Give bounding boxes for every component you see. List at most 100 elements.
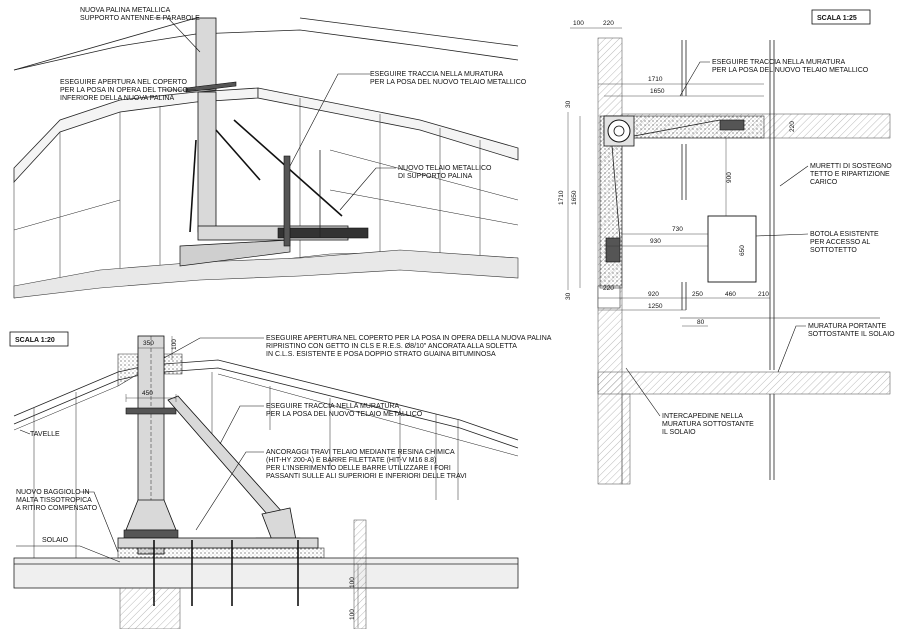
dim-plan-1650: 1650	[650, 88, 665, 95]
scale-label-detail: SCALA 1:20	[15, 337, 55, 344]
baggiolo	[117, 547, 325, 559]
dim-450: 450	[142, 390, 153, 397]
note-traccia-detail-line: PER LA POSA DEL NUOVO TELAIO METALLICO	[266, 411, 423, 418]
mast-plan	[607, 119, 631, 143]
mast-upper	[195, 17, 217, 91]
note-telaio-3d-line: DI SUPPORTO PALINA	[398, 173, 473, 180]
note-traccia-detail-line: ESEGUIRE TRACCIA NELLA MURATURA	[266, 403, 399, 410]
note-apertura-3d-line: ESEGUIRE APERTURA NEL COPERTO	[60, 79, 188, 86]
plan-wall-bottom	[597, 371, 891, 395]
note-apertura-detail-line: IN C.L.S. ESISTENTE E POSA DOPPIO STRATO…	[266, 351, 496, 358]
dim-plan-30a: 30	[565, 100, 572, 108]
dim-plan-250: 250	[692, 291, 703, 298]
note-traccia-plan-line: ESEGUIRE TRACCIA NELLA MURATURA	[712, 59, 845, 66]
note-ancoraggi-line: PASSANTI SULLE ALI SUPERIORI E INFERIORI…	[266, 473, 467, 480]
note-ancoraggi-line: (HIT-HY 200-A) E BARRE FILETTATE (HIT-V …	[266, 457, 436, 464]
note-intercapedine-line: INTERCAPEDINE NELLA	[662, 413, 743, 420]
note-solaio: SOLAIO	[42, 537, 69, 544]
dim-plan-1250: 1250	[648, 303, 663, 310]
note-apertura-detail-line: ESEGUIRE APERTURA NEL COPERTO PER LA POS…	[266, 335, 552, 342]
note-tavelle: TAVELLE	[30, 431, 60, 438]
scale-box-detail	[9, 331, 69, 347]
note-palina-line: SUPPORTO ANTENNE E PARABOLE	[80, 15, 200, 22]
scale-label-plan: SCALA 1:25	[817, 15, 857, 22]
wall-below	[119, 587, 181, 629]
note-baggiolo-line: MALTA TISSOTROPICA	[16, 497, 92, 504]
dim-100-top: 100	[171, 339, 178, 350]
botola	[707, 215, 757, 283]
roof-slab-right	[257, 87, 519, 161]
dim-100-a: 100	[349, 577, 356, 588]
note-botola-line: SOTTOTETTO	[810, 247, 857, 254]
note-ancoraggi-line: ANCORAGGI TRAVI TELAIO MEDIANTE RESINA C…	[266, 449, 455, 456]
dim-350: 350	[143, 340, 154, 347]
dim-100-b: 100	[349, 609, 356, 620]
dim-plan-b220: 220	[603, 285, 614, 292]
note-apertura-3d-line: PER LA POSA IN OPERA DEL TRONCO	[60, 87, 189, 94]
roof-flange	[185, 81, 237, 93]
note-muratura-line: MURATURA PORTANTE	[808, 323, 887, 330]
detail-notes: ESEGUIRE APERTURA NEL COPERTO PER LA POS…	[16, 335, 552, 563]
note-apertura-detail: ESEGUIRE APERTURA NEL COPERTO PER LA POS…	[266, 335, 552, 358]
dim-plan-30b: 30	[565, 292, 572, 300]
note-tavelle-line: TAVELLE	[30, 431, 60, 438]
note-traccia-plan-line: PER LA POSA DEL NUOVO TELAIO METALLICO	[712, 67, 869, 74]
plan-view: SCALA 1:25 100 220	[558, 9, 891, 485]
note-telaio-3d-line: NUOVO TELAIO METALLICO	[398, 165, 492, 172]
dim-plan-l1650: 1650	[571, 190, 578, 205]
note-muretti-line: TETTO E RIPARTIZIONE	[810, 171, 890, 178]
note-traccia-3d-line: ESEGUIRE TRACCIA NELLA MURATURA	[370, 71, 503, 78]
axonometric-view	[13, 17, 519, 299]
dim-plan-1710: 1710	[648, 76, 663, 83]
detail-section: SCALA 1:20	[9, 331, 519, 629]
note-botola-line: BOTOLA ESISTENTE	[810, 231, 879, 238]
note-apertura-detail-line: RIPRISTINO CON GETTO IN CLS E R.E.S. Ø8/…	[266, 343, 517, 350]
note-intercapedine-line: MURATURA SOTTOSTANTE	[662, 421, 754, 428]
note-ancoraggi-line: PER L'INSERIMENTO DELLE BARRE UTILIZZARE…	[266, 465, 451, 472]
dim-plan-650: 650	[739, 245, 746, 256]
detail-slab	[13, 557, 519, 589]
note-traccia-3d-line: PER LA POSA DEL NUOVO TELAIO METALLICO	[370, 79, 527, 86]
note-ancoraggi: ANCORAGGI TRAVI TELAIO MEDIANTE RESINA C…	[266, 449, 467, 480]
note-muratura-line: SOTTOSTANTE IL SOLAIO	[808, 331, 895, 338]
note-solaio-line: SOLAIO	[42, 537, 69, 544]
note-palina-line: NUOVA PALINA METALLICA	[80, 7, 171, 14]
note-muretti-line: MURETTI DI SOSTEGNO	[810, 163, 892, 170]
dim-plan-930: 930	[650, 238, 661, 245]
dim-plan-100: 100	[573, 20, 584, 27]
note-baggiolo-line: NUOVO BAGGIOLO IN	[16, 489, 90, 496]
dim-plan-210: 210	[758, 291, 769, 298]
dim-plan-80: 80	[697, 319, 705, 326]
note-apertura-3d-line: INFERIORE DELLA NUOVA PALINA	[60, 95, 174, 102]
dim-plan-r220: 220	[789, 121, 796, 132]
dim-plan-920: 920	[648, 291, 659, 298]
dim-plan-730: 730	[672, 226, 683, 233]
floor-strip	[13, 249, 519, 299]
scale-box-plan	[811, 9, 871, 25]
note-baggiolo-line: A RITIRO COMPENSATO	[16, 505, 98, 512]
dim-plan-900: 900	[726, 172, 733, 183]
dim-plan-l1710: 1710	[558, 190, 565, 205]
mast-lower	[197, 91, 217, 233]
base-beam	[117, 537, 319, 549]
note-muretti-line: CARICO	[810, 179, 838, 186]
note-intercapedine-line: IL SOLAIO	[662, 429, 696, 436]
note-botola-line: PER ACCESSO AL	[810, 239, 870, 246]
dim-plan-460: 460	[725, 291, 736, 298]
dim-plan-220: 220	[603, 20, 614, 27]
frame-plate	[179, 239, 291, 267]
